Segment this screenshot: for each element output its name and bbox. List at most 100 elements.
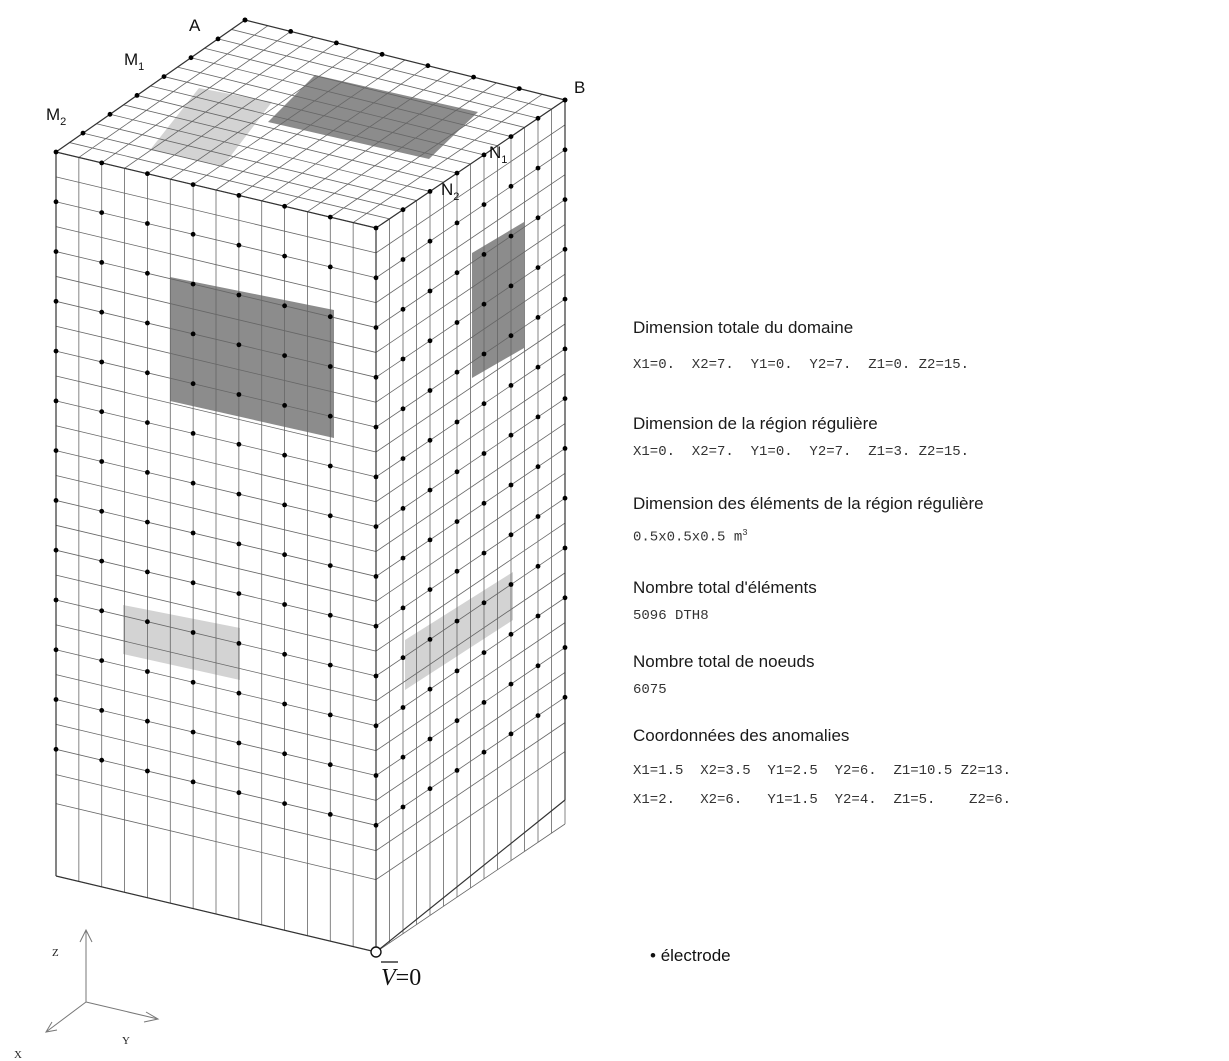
electrode xyxy=(99,459,105,464)
front-mesh-horizontal xyxy=(55,574,377,652)
electrode xyxy=(562,645,568,650)
front-mesh-horizontal xyxy=(55,276,377,353)
electrode xyxy=(508,432,514,438)
electrode xyxy=(508,681,514,687)
electrode xyxy=(80,130,86,136)
electrode xyxy=(535,265,541,270)
electrode xyxy=(400,754,406,760)
front-mesh-horizontal xyxy=(55,201,377,279)
electrode xyxy=(327,812,333,817)
electrode xyxy=(535,713,541,718)
front-anomaly-dark xyxy=(170,277,334,438)
top-anomaly-dark xyxy=(268,75,478,159)
electrode xyxy=(373,524,379,529)
electrode xyxy=(481,301,487,307)
electrode xyxy=(508,183,514,189)
electrode xyxy=(282,303,287,309)
electrode xyxy=(481,451,487,456)
electrode xyxy=(400,605,406,611)
point-label-n2: N2 xyxy=(441,180,459,203)
ground-node-marker xyxy=(370,946,382,958)
electrode xyxy=(454,469,460,475)
top-mesh-line-b xyxy=(123,104,444,183)
electrode xyxy=(190,381,196,387)
electrode xyxy=(99,708,105,713)
top-mesh-line-b xyxy=(96,123,417,201)
electrode xyxy=(327,264,333,270)
electrode xyxy=(327,413,333,419)
electrode xyxy=(562,694,568,700)
electrode xyxy=(190,729,196,735)
electrode xyxy=(454,568,460,574)
electrode xyxy=(535,464,541,470)
electrode xyxy=(481,700,487,705)
electrode xyxy=(99,359,105,365)
electrode xyxy=(236,292,242,298)
side-mesh-horizontal xyxy=(375,547,566,677)
electrode xyxy=(535,315,541,320)
electrode xyxy=(282,751,287,757)
electrode xyxy=(327,314,333,320)
electrode xyxy=(236,242,242,248)
electrode xyxy=(562,197,568,203)
electrode xyxy=(327,463,333,469)
electrode xyxy=(53,746,59,752)
electrode xyxy=(215,36,221,42)
side-mesh-horizontal xyxy=(375,672,566,801)
side-mesh-horizontal xyxy=(375,751,566,880)
electrode xyxy=(508,731,514,737)
electrode xyxy=(562,495,568,501)
electrode xyxy=(334,40,339,46)
side-mesh-horizontal xyxy=(375,373,566,503)
electrode xyxy=(236,193,242,198)
electrode xyxy=(535,613,541,619)
electrode xyxy=(373,574,379,579)
side-mesh-horizontal xyxy=(375,224,566,353)
electrode xyxy=(288,29,294,34)
electrode xyxy=(481,550,487,556)
electrode xyxy=(454,220,460,226)
element-size-text: 0.5x0.5x0.5 m xyxy=(633,529,743,546)
top-mesh-line-b xyxy=(217,38,539,119)
electrode xyxy=(282,452,287,458)
electrode xyxy=(454,419,460,425)
electrode xyxy=(427,238,433,244)
electrode xyxy=(508,333,514,339)
electrode xyxy=(236,690,242,696)
electrode xyxy=(400,406,406,412)
electrode xyxy=(99,409,105,415)
y-axis xyxy=(85,1001,159,1020)
front-mesh-horizontal xyxy=(55,803,377,880)
electrode xyxy=(373,474,379,480)
electrode xyxy=(236,392,242,397)
block-outline xyxy=(55,19,566,953)
side-mesh-horizontal xyxy=(375,572,566,702)
electrode xyxy=(562,147,568,153)
electrode xyxy=(242,17,248,23)
electrode xyxy=(145,768,150,774)
regular-region-title: Dimension de la région régulière xyxy=(633,414,878,433)
electrode xyxy=(454,369,460,375)
side-mesh-horizontal xyxy=(375,273,566,403)
electrode xyxy=(454,768,460,773)
electrode xyxy=(481,351,487,357)
electrode xyxy=(535,414,541,420)
legend-electrode-label: électrode xyxy=(660,946,731,965)
electrode xyxy=(236,491,242,497)
electrode xyxy=(508,283,514,289)
electrode xyxy=(282,403,287,408)
electrode xyxy=(190,182,196,188)
electrode xyxy=(481,202,487,208)
legend: • électrode xyxy=(650,946,731,966)
electrode xyxy=(562,396,568,401)
front-mesh-horizontal xyxy=(55,599,377,677)
node-count-value: 6075 xyxy=(633,682,667,698)
electrode xyxy=(53,597,59,603)
electrode xyxy=(508,582,514,587)
electrode xyxy=(400,555,406,561)
electrode xyxy=(425,63,431,69)
electrode xyxy=(327,513,333,519)
anomaly-row-1: X1=1.5 X2=3.5 Y1=2.5 Y2=6. Z1=10.5 Z2=13… xyxy=(633,763,1012,779)
electrode xyxy=(236,641,242,646)
electrode xyxy=(427,736,433,742)
